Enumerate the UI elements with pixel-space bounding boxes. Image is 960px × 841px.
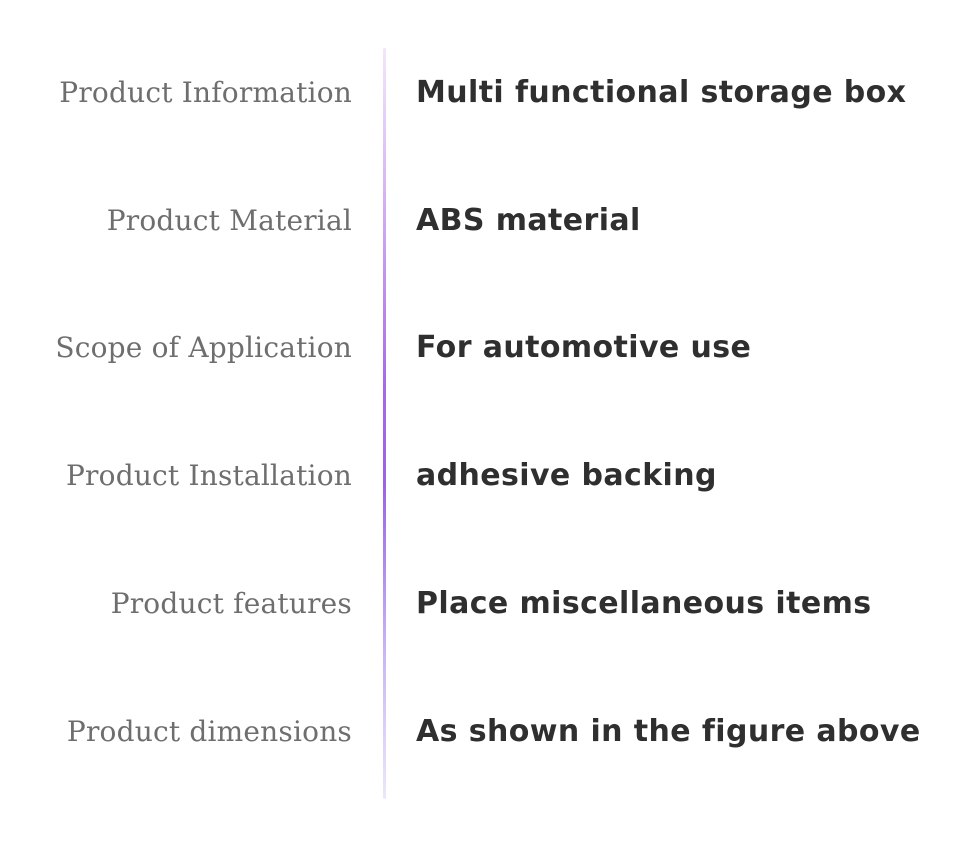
spec-row-product-features: Product features Place miscellaneous ite… xyxy=(0,574,960,634)
spec-row-product-material: Product Material ABS material xyxy=(0,191,960,251)
spec-value: ABS material xyxy=(416,203,641,238)
spec-row-scope-of-application: Scope of Application For automotive use xyxy=(0,318,960,378)
spec-label: Product features xyxy=(110,587,352,620)
spec-row-product-dimensions: Product dimensions As shown in the figur… xyxy=(0,702,960,762)
spec-label: Product Information xyxy=(59,76,352,109)
spec-value: For automotive use xyxy=(416,330,752,365)
spec-row-product-information: Product Information Multi functional sto… xyxy=(0,63,960,123)
spec-label: Scope of Application xyxy=(55,331,352,364)
spec-label: Product Installation xyxy=(66,459,352,492)
spec-value: As shown in the figure above xyxy=(416,714,921,749)
spec-value: Place miscellaneous items xyxy=(416,586,872,621)
spec-label: Product Material xyxy=(106,204,352,237)
gradient-divider xyxy=(383,48,386,799)
spec-row-product-installation: Product Installation adhesive backing xyxy=(0,446,960,506)
spec-value: Multi functional storage box xyxy=(416,75,907,110)
spec-value: adhesive backing xyxy=(416,458,717,493)
spec-label: Product dimensions xyxy=(66,715,352,748)
